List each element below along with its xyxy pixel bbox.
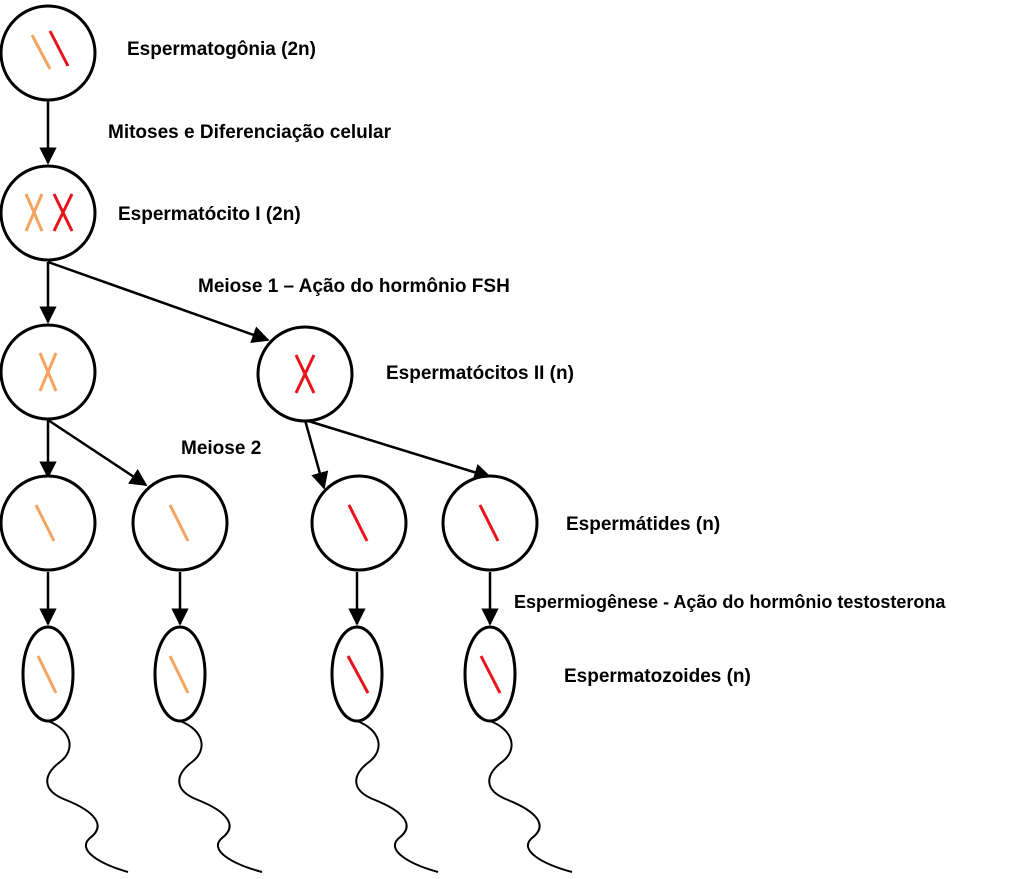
spermatozoon-1 [21, 625, 129, 873]
secondary-spermatocyte-cell-left [0, 323, 97, 421]
sperm-tail [46, 720, 129, 873]
chromosome-orange [30, 34, 52, 70]
secondary-spermatocyte-cell-right [256, 325, 354, 423]
label-spermatids: Espermátides (n) [566, 514, 720, 535]
spermatozoon-3 [330, 625, 439, 873]
arrow-meiosis2-c [303, 419, 329, 490]
arrow-meiosis1-right [47, 260, 270, 343]
sperm-tail [355, 720, 439, 873]
spermatid-cell-4 [441, 474, 539, 572]
arrow-meiosis2-b [47, 418, 148, 487]
spermatogonia-cell [0, 4, 97, 102]
label-spermatogonia: Espermatogônia (2n) [127, 39, 316, 60]
spermatid-cell-2 [131, 474, 229, 572]
sperm-tail [178, 720, 263, 873]
label-mitosis: Mitoses e Diferenciação celular [108, 122, 392, 143]
label-primary-spermatocyte: Espermatócito I (2n) [118, 204, 301, 225]
spermatozoon-4 [463, 625, 573, 873]
spermatozoon-2 [153, 625, 263, 873]
primary-spermatocyte-cell [0, 164, 97, 262]
label-secondary-spermatocytes: Espermatócitos II (n) [386, 363, 574, 384]
spermatid-cell-1 [0, 474, 97, 572]
spermatid-cell-3 [310, 474, 408, 572]
chromosome-red [48, 30, 70, 67]
label-meiosis2: Meiose 2 [181, 438, 261, 459]
label-spermiogenesis: Espermiogênese - Ação do hormônio testos… [514, 592, 946, 612]
sperm-tail [488, 720, 573, 873]
label-spermatozoa: Espermatozoides (n) [564, 666, 751, 687]
label-meiosis1: Meiose 1 – Ação do hormônio FSH [198, 276, 510, 297]
arrow-meiosis2-d [304, 418, 492, 481]
arrows [39, 100, 499, 626]
